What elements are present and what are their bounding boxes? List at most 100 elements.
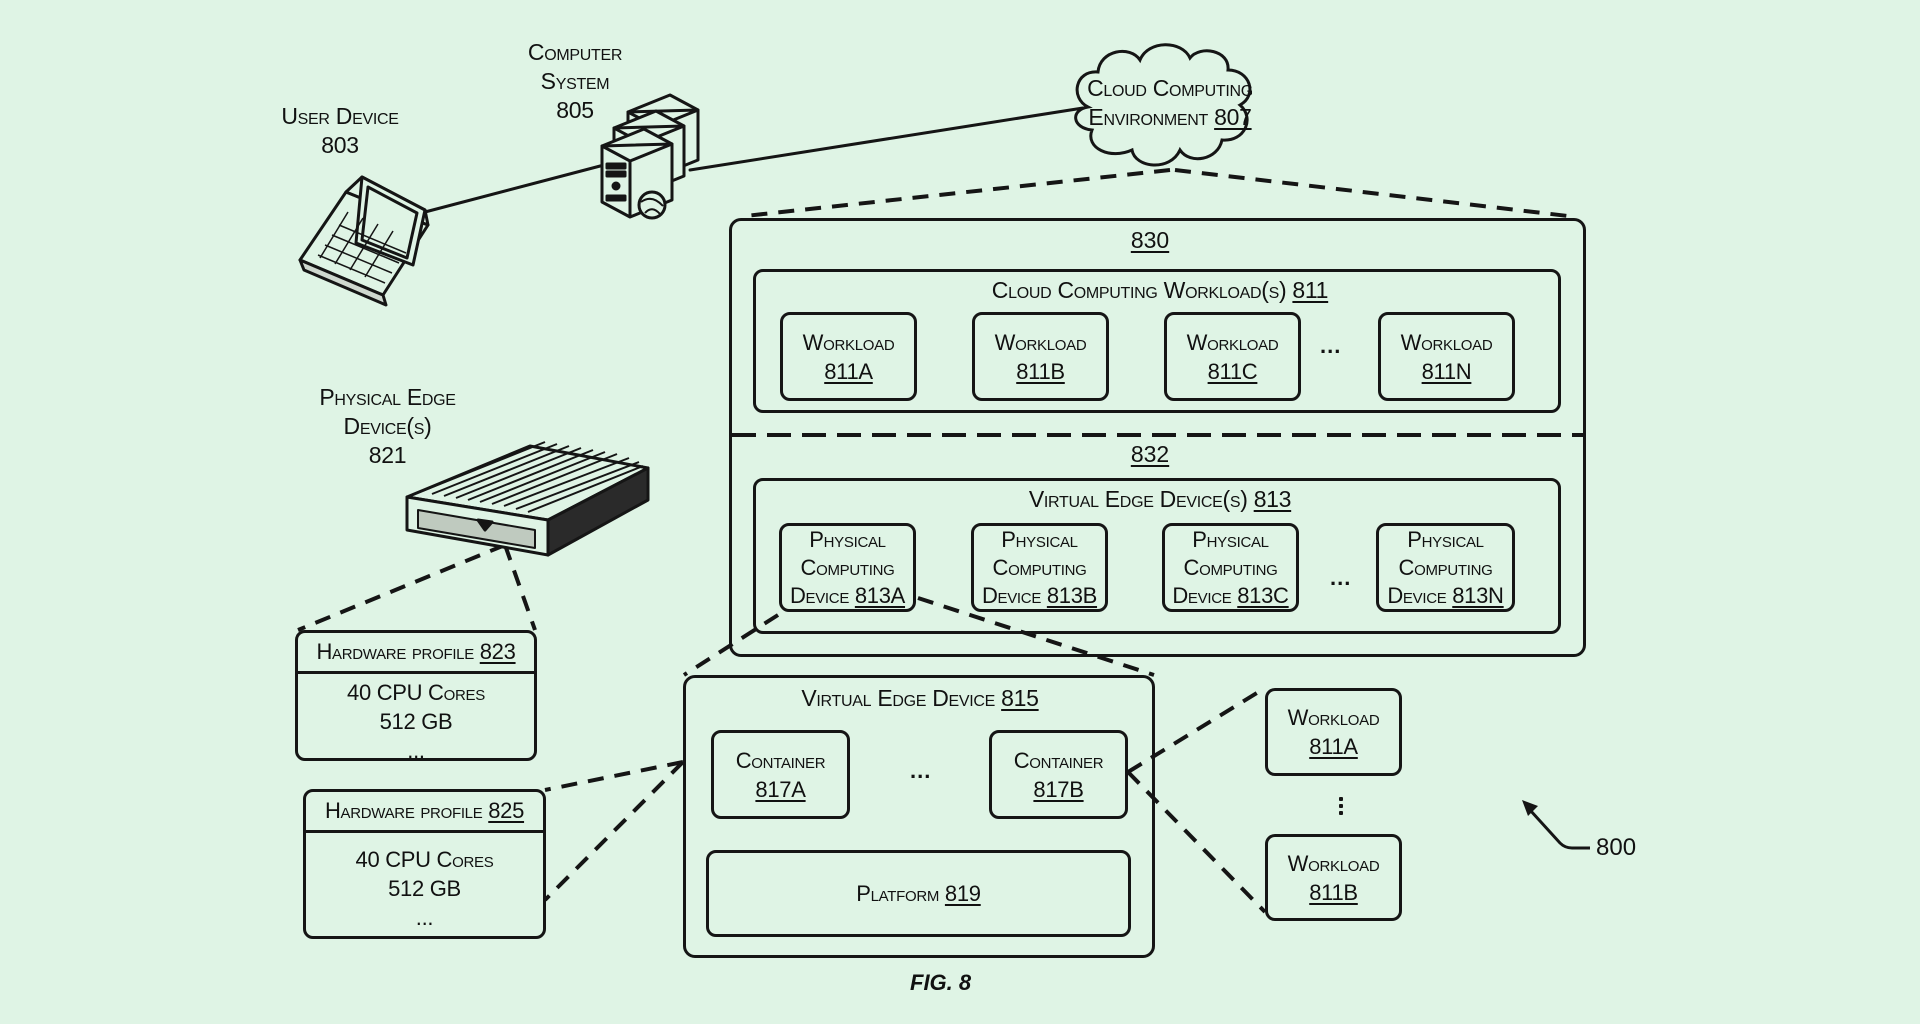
region-832-number: 832 [1100,440,1200,469]
pcd-line3-text: Device [1387,582,1447,608]
physical-edge-number: 821 [368,442,407,468]
side-workloads-vertical-ellipsis [1339,797,1343,818]
workload-811b[interactable]: Workload 811B [972,312,1109,401]
workload-811n[interactable]: Workload 811N [1378,312,1515,401]
platform-number: 819 [944,881,981,906]
pcd-line1: Physical [1001,526,1078,552]
region-830-number-text: 830 [1130,227,1170,253]
hardware-profile-title: Hardware profile [316,639,474,664]
link-computer-to-cloud [688,106,1085,172]
workload-label: Workload [1186,329,1279,355]
physical-computing-device-813b[interactable]: Physical Computing Device 813B [971,523,1108,612]
cloud-environment-label: Cloud Computing Environment 807 [1080,74,1260,132]
physical-edge-device-label: Physical Edge Device(s) 821 [300,383,475,470]
containers-ellipsis: ... [910,758,932,783]
physical-edge-line1: Physical Edge [319,384,456,410]
platform-819[interactable]: Platform 819 [706,850,1131,937]
cloud-environment-number: 807 [1214,104,1252,130]
cloud-environment-line1: Cloud Computing [1087,75,1253,101]
link-user-to-computer [423,163,606,214]
laptop-icon [298,175,430,307]
hardware-profile-header: Hardware profile 825 [306,792,543,833]
pcd-line3: Device 813N [1387,582,1504,610]
computer-system-number: 805 [556,97,594,123]
side-workload-811a[interactable]: Workload 811A [1265,688,1402,776]
figure-reference-number: 800 [1596,834,1637,861]
dashed-ved-to-hw825-bottom [543,760,685,902]
edge-device-icon [405,441,650,557]
cloud-workloads-title: Cloud Computing Workload(s) 811 [900,276,1420,305]
cloud-environment-line2-text: Environment [1088,104,1209,130]
pcd-line3: Device 813B [982,582,1097,610]
container-817b[interactable]: Container 817B [989,730,1128,819]
workload-label: Workload [802,329,895,355]
hardware-profile-memory: 512 GB [388,876,461,901]
platform-text: Platform 819 [856,879,981,908]
physical-edge-line2: Device(s) [343,413,432,439]
dashed-ved-to-hw825-top [544,760,684,792]
hardware-profile-823[interactable]: Hardware profile 823 40 CPU Cores 512 GB… [295,630,537,761]
pcd-line2: Computing [992,554,1087,580]
user-device-number: 803 [321,132,359,158]
virtual-edge-device-number: 815 [1001,685,1039,711]
hardware-profile-header: Hardware profile 823 [298,633,534,674]
dashed-pcd-to-ved-right [917,596,1155,677]
hardware-profile-memory: 512 GB [379,709,453,734]
pcd-line3-text: Device [789,582,850,608]
pcd-number: 813B [1046,582,1098,608]
workload-label: Workload [1400,329,1493,355]
region-830-number: 830 [1100,226,1200,255]
pcd-line3-text: Device [981,582,1042,608]
virtual-edge-devices-group [753,478,1561,634]
hardware-profile-cpu: 40 CPU Cores [355,847,494,872]
side-workload-811b[interactable]: Workload 811B [1265,834,1402,921]
region-832-number-text: 832 [1130,441,1170,467]
pcd-line2: Computing [1183,554,1278,580]
hardware-profile-825[interactable]: Hardware profile 825 40 CPU Cores 512 GB… [303,789,546,939]
virtual-edge-devices-title-text: Virtual Edge Device(s) [1028,486,1248,512]
workload-number: 811A [824,358,873,384]
virtual-edge-devices-title: Virtual Edge Device(s) 813 [960,485,1360,514]
workload-label: Workload [1287,850,1380,876]
pcd-line1: Physical [1407,526,1484,552]
pcd-line3: Device 813A [790,582,905,610]
workload-811a[interactable]: Workload 811A [780,312,917,401]
workload-number: 811B [1016,358,1065,384]
hardware-profile-number: 825 [488,798,525,823]
cloud-workloads-number: 811 [1292,277,1329,303]
pcd-line1: Physical [1192,526,1269,552]
physical-computing-device-813n[interactable]: Physical Computing Device 813N [1376,523,1515,612]
workload-number: 811A [1309,734,1358,759]
hardware-profile-more: ... [407,738,425,761]
region-830 [729,218,1586,657]
dashed-cloud-to-830-left [744,168,1171,218]
pcd-line3-text: Device [1172,582,1232,608]
workload-number: 811N [1421,358,1472,384]
figure-caption: FIG. 8 [910,970,972,995]
cloud-workloads-group [753,269,1561,413]
container-number: 817B [1033,776,1084,802]
workload-811c[interactable]: Workload 811C [1164,312,1301,401]
pcd-line2: Computing [1398,554,1493,580]
pcd-ellipsis: ... [1330,565,1352,590]
dashed-edge-to-hw823-left [297,543,506,632]
dashed-container-to-workload-b [1126,770,1267,914]
workload-label: Workload [1287,705,1380,730]
pcd-number: 813N [1452,582,1504,608]
pcd-line3: Device 813C [1172,582,1289,610]
container-817a[interactable]: Container 817A [711,730,850,819]
container-label: Container [735,747,826,773]
physical-computing-device-813c[interactable]: Physical Computing Device 813C [1162,523,1299,612]
pcd-number: 813C [1237,582,1289,608]
container-label: Container [1013,747,1104,773]
pcd-number: 813A [854,582,906,608]
computer-system-title-line2: System [540,68,610,94]
user-device-label: User Device 803 [270,102,410,160]
user-device-title: User Device [281,103,399,129]
physical-computing-device-813a[interactable]: Physical Computing Device 813A [779,523,916,612]
platform-label: Platform [856,881,940,906]
container-number: 817A [755,776,806,802]
pcd-line1: Physical [809,526,886,552]
